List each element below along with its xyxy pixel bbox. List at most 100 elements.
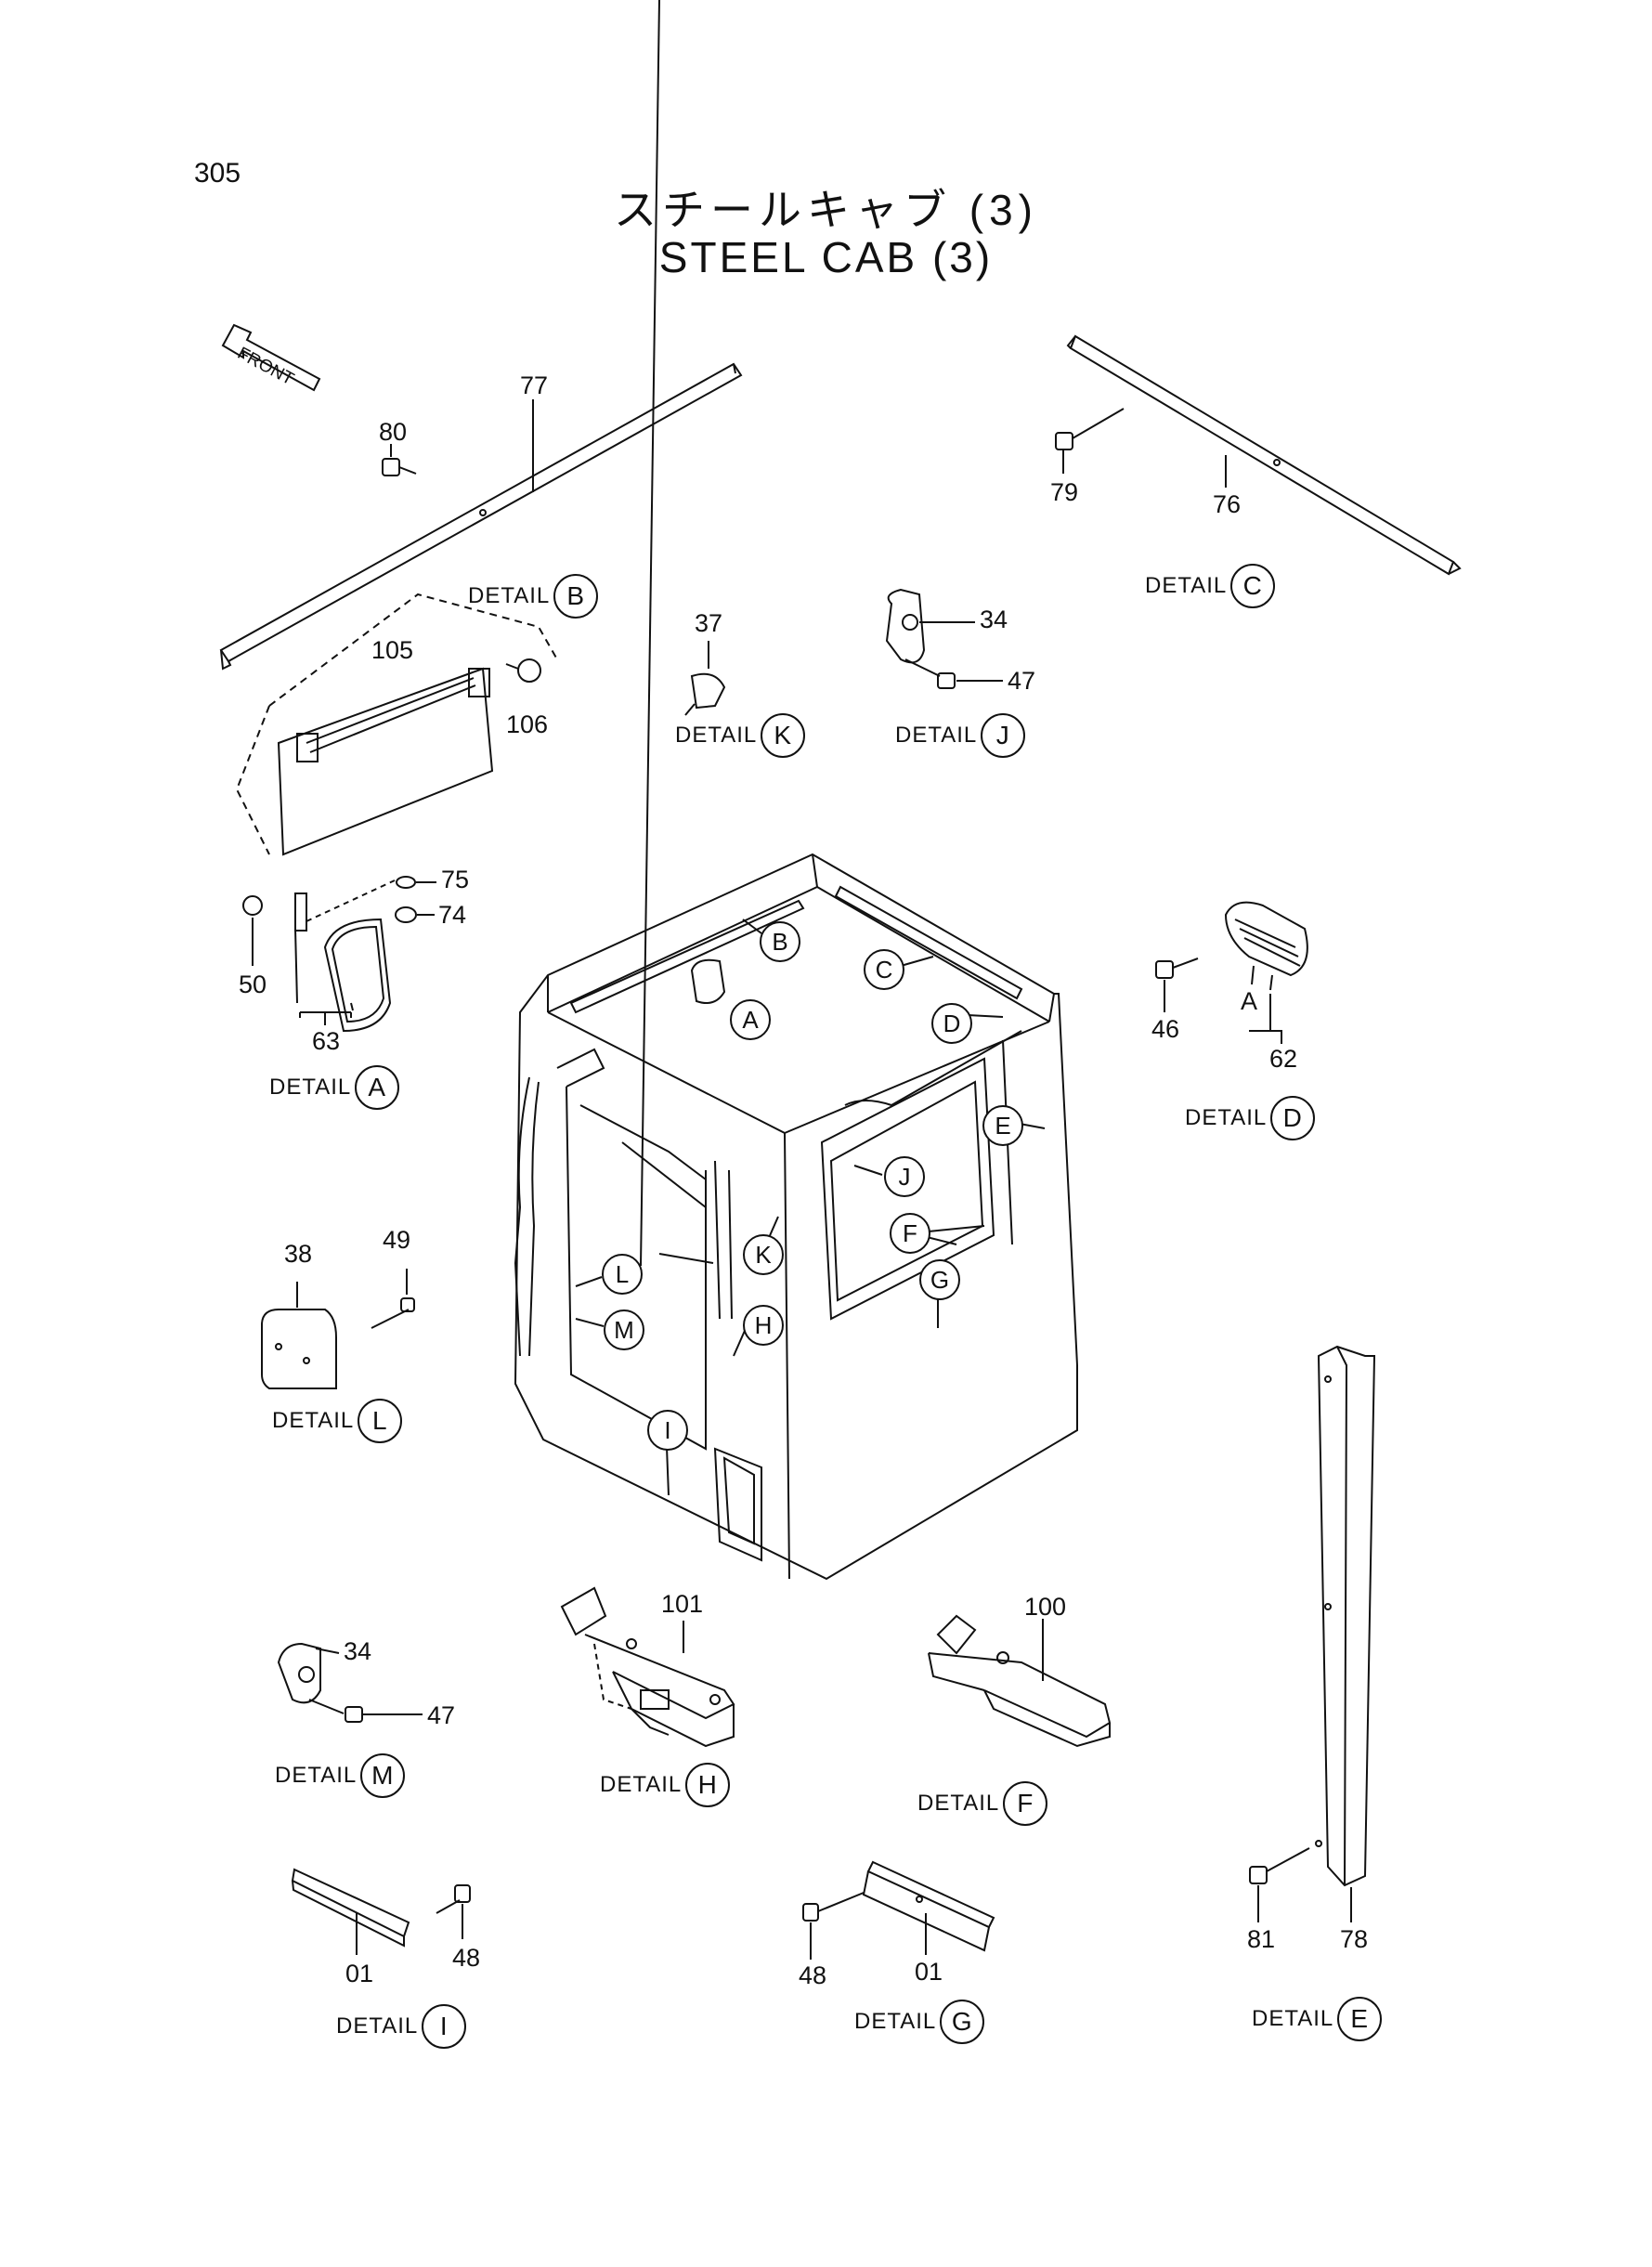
bolt-47	[905, 659, 1003, 688]
detail-word: DETAIL	[275, 1763, 358, 1788]
detail-letter: E	[1337, 1997, 1383, 2041]
part-number-75: 75	[441, 866, 470, 893]
detail-word: DETAIL	[917, 1791, 1000, 1816]
part-number-47-j: 47	[1008, 667, 1036, 695]
cab-callout-J: J	[884, 1156, 925, 1197]
screw-48-g	[803, 1893, 864, 1960]
visor-panel	[279, 669, 492, 854]
detail-word: DETAIL	[895, 723, 978, 748]
cab-callout-G: G	[919, 1259, 960, 1300]
cab-callout-H: H	[743, 1305, 784, 1346]
part-number-79: 79	[1050, 478, 1079, 506]
plate-34-m	[279, 1644, 339, 1702]
detail-letter: C	[1230, 564, 1276, 608]
cab-callout-F: F	[890, 1213, 930, 1254]
detail-word: DETAIL	[675, 723, 758, 748]
cover-38	[262, 1282, 336, 1388]
part-number-63: 63	[312, 1027, 341, 1055]
light-62	[1226, 903, 1307, 990]
part-number-74: 74	[438, 901, 467, 929]
detail-letter: H	[685, 1763, 731, 1807]
part-number-48-i: 48	[452, 1944, 481, 1972]
detail-letter: A	[355, 1065, 400, 1110]
latch-100	[929, 1616, 1110, 1746]
detail-word: DETAIL	[1252, 2006, 1334, 2031]
cab-callout-I: I	[647, 1410, 688, 1451]
detail-letter: K	[761, 713, 806, 758]
nut-50	[243, 896, 262, 966]
detail-letter: G	[940, 2000, 985, 2044]
detail-letter: B	[553, 574, 599, 619]
steel-cab-body	[515, 854, 1077, 1579]
cab-callout-D: D	[931, 1003, 972, 1044]
part-number-48-g: 48	[799, 1961, 827, 1989]
part-number-34-j: 34	[980, 606, 1008, 633]
strip-01-i	[293, 1870, 409, 1955]
latch-101	[562, 1588, 734, 1746]
cab-callout-M: M	[604, 1309, 644, 1350]
part-number-76: 76	[1213, 490, 1242, 518]
detail-letter: D	[1270, 1096, 1316, 1140]
sun-visor-105	[237, 594, 557, 854]
detail-word: DETAIL	[854, 2009, 937, 2034]
rail-76	[1068, 336, 1460, 574]
part-number-78: 78	[1340, 1925, 1369, 1953]
part-number-100: 100	[1024, 1593, 1067, 1621]
knob-106	[506, 659, 540, 682]
part-number-47-m: 47	[427, 1701, 456, 1729]
detail-letter: M	[360, 1753, 406, 1798]
mirror-63	[295, 893, 390, 1031]
detail-letter: F	[1003, 1781, 1048, 1826]
part-number-77: 77	[520, 371, 549, 399]
page-title-japanese: スチールキャブ (3)	[614, 186, 1038, 234]
bolt-80	[383, 459, 416, 476]
bolt-47-m	[309, 1700, 423, 1722]
part-number-106: 106	[506, 710, 549, 738]
detail-word: DETAIL	[336, 2013, 419, 2039]
front-arrow-icon	[223, 325, 319, 390]
cab-callout-L: L	[602, 1254, 643, 1295]
washer-75	[306, 880, 395, 921]
bolt-81	[1250, 1848, 1309, 1922]
strip-01-g	[864, 1862, 994, 1955]
detail-letter: J	[981, 713, 1026, 758]
cab-callout-A: A	[730, 999, 771, 1040]
part-number-80: 80	[379, 418, 408, 446]
page-title-english: STEEL CAB (3)	[658, 233, 994, 281]
screw-48-i	[436, 1885, 470, 1939]
bolt-46	[1156, 958, 1198, 1012]
part-number-38: 38	[284, 1240, 313, 1268]
part-number-01-i: 01	[345, 1960, 374, 1987]
cab-callout-K: K	[743, 1234, 784, 1275]
cab-callout-C: C	[864, 949, 904, 990]
page-number: 305	[194, 158, 241, 189]
detail-letter: L	[358, 1399, 403, 1443]
detail-word: DETAIL	[272, 1408, 355, 1433]
screw-49	[371, 1269, 414, 1328]
detail-word: DETAIL	[1185, 1105, 1268, 1130]
detail-letter: I	[422, 2004, 467, 2049]
part-number-50: 50	[239, 971, 267, 998]
knob-37	[685, 674, 724, 715]
latch-101-dash	[594, 1644, 631, 1709]
part-number-A-label: A	[1241, 987, 1258, 1015]
part-number-37: 37	[695, 609, 723, 637]
part-number-46: 46	[1151, 1015, 1180, 1043]
bolt-79	[1056, 409, 1124, 449]
detail-word: DETAIL	[1145, 573, 1228, 598]
part-number-01-g: 01	[915, 1958, 943, 1986]
part-number-49: 49	[383, 1226, 411, 1254]
